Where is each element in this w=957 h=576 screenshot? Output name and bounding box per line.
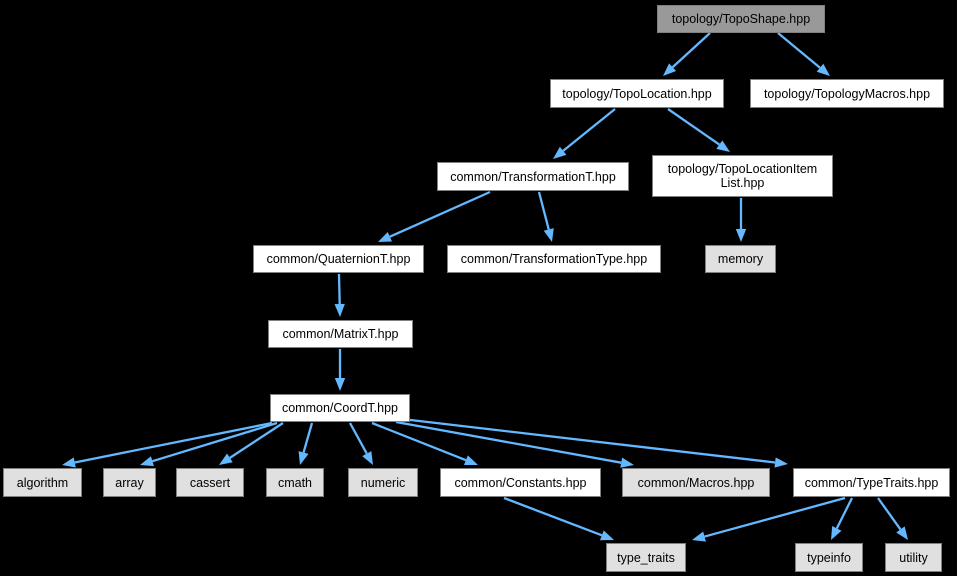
graph-node-topolocationitemlist[interactable]: topology/TopoLocationItem List.hpp (652, 155, 833, 197)
graph-node-label: common/Constants.hpp (454, 475, 587, 490)
graph-node-topolocation[interactable]: topology/TopoLocation.hpp (550, 79, 724, 108)
graph-node-label: common/QuaternionT.hpp (266, 252, 411, 266)
dependency-edge-coordt-to-algorithm (62, 421, 273, 468)
dependency-edge-quaterniont-to-matrixt (334, 273, 345, 317)
dependency-edge-coordt-to-constants (371, 421, 478, 466)
dependency-edge-coordt-to-numeric (348, 422, 373, 465)
dependency-edge-toposhape-to-topolocation (663, 32, 711, 76)
graph-node-toposhape[interactable]: topology/TopoShape.hpp (657, 5, 825, 33)
arrowhead-icon (692, 531, 706, 542)
dependency-edge-toposhape-to-topologymacros (777, 32, 830, 76)
graph-node-quaterniont[interactable]: common/QuaternionT.hpp (253, 245, 424, 273)
graph-node-matrixt[interactable]: common/MatrixT.hpp (268, 320, 413, 348)
dependency-edge-coordt-to-cmath (298, 422, 314, 465)
graph-node-label: common/CoordT.hpp (281, 401, 399, 415)
graph-node-label: memory (717, 252, 764, 266)
graph-node-type_traits[interactable]: type_traits (606, 543, 686, 572)
graph-node-label: type_traits (617, 550, 675, 565)
graph-node-label: topology/TopoLocationItem List.hpp (667, 162, 818, 190)
dependency-edge-typetraits-to-type_traits (692, 496, 846, 542)
graph-node-label: utility (899, 550, 928, 565)
arrowhead-icon (716, 140, 730, 152)
arrowhead-icon (774, 457, 788, 468)
graph-node-numeric[interactable]: numeric (348, 468, 418, 497)
graph-node-label: common/TypeTraits.hpp (804, 475, 939, 490)
graph-node-algorithm[interactable]: algorithm (3, 468, 82, 497)
arrowhead-icon (362, 451, 373, 465)
arrowhead-icon (140, 456, 154, 467)
graph-node-cassert[interactable]: cassert (176, 468, 244, 497)
graph-node-label: topology/TopoShape.hpp (671, 12, 811, 26)
arrowhead-icon (219, 453, 233, 465)
graph-node-label: cassert (189, 475, 231, 490)
dependency-edge-topolocation-to-topolocationitemlist (667, 108, 730, 152)
arrowhead-icon (816, 63, 830, 76)
arrowhead-icon (298, 451, 309, 465)
arrowhead-icon (334, 378, 346, 391)
arrowhead-icon (553, 146, 567, 159)
dependency-edge-topolocationitemlist-to-memory (735, 198, 747, 242)
dependency-edge-constants-to-type_traits (503, 496, 614, 541)
arrowhead-icon (62, 457, 76, 468)
arrowhead-icon (831, 526, 842, 540)
dependency-edge-coordt-to-array (140, 421, 278, 467)
graph-node-typetraits[interactable]: common/TypeTraits.hpp (793, 468, 950, 497)
graph-node-topologymacros[interactable]: topology/TopologyMacros.hpp (750, 79, 944, 108)
arrowhead-icon (620, 457, 634, 468)
graph-node-transformationt[interactable]: common/TransformationT.hpp (437, 162, 629, 191)
graph-node-label: common/Macros.hpp (637, 475, 755, 490)
dependency-edge-coordt-to-macros (395, 420, 634, 468)
dependency-edge-coordt-to-typetraits (401, 417, 788, 468)
graph-node-label: topology/TopologyMacros.hpp (763, 86, 931, 101)
arrowhead-icon (896, 526, 908, 540)
graph-node-label: common/TransformationT.hpp (450, 169, 616, 184)
graph-node-transformationtype[interactable]: common/TransformationType.hpp (447, 245, 661, 273)
dependency-edge-typetraits-to-typeinfo (831, 497, 854, 540)
graph-node-utility[interactable]: utility (885, 543, 942, 572)
graph-node-cmath[interactable]: cmath (266, 468, 324, 497)
graph-node-label: cmath (277, 475, 313, 490)
graph-node-label: algorithm (16, 475, 69, 490)
graph-node-macros[interactable]: common/Macros.hpp (622, 468, 770, 497)
arrowhead-icon (378, 231, 392, 242)
graph-node-label: topology/TopoLocation.hpp (562, 86, 712, 101)
dependency-edge-matrixt-to-coordt (334, 349, 346, 391)
arrowhead-icon (543, 228, 554, 242)
dependency-edge-transformationt-to-transformationtype (537, 191, 554, 242)
arrowhead-icon (735, 229, 747, 242)
dependency-edge-typetraits-to-utility (877, 497, 908, 540)
graph-node-memory[interactable]: memory (705, 245, 776, 273)
dependency-edge-topolocation-to-transformationt (553, 108, 616, 159)
graph-node-label: common/MatrixT.hpp (282, 327, 399, 341)
graph-node-label: numeric (360, 475, 406, 490)
graph-node-label: array (115, 475, 144, 490)
graph-node-label: typeinfo (807, 550, 851, 565)
arrowhead-icon (663, 63, 677, 76)
arrowhead-icon (463, 455, 478, 466)
arrowhead-icon (334, 303, 345, 317)
arrowhead-icon (600, 530, 614, 541)
graph-node-label: common/TransformationType.hpp (460, 252, 648, 266)
graph-node-array[interactable]: array (103, 468, 156, 497)
graph-node-typeinfo[interactable]: typeinfo (795, 543, 863, 572)
graph-node-coordt[interactable]: common/CoordT.hpp (270, 394, 410, 422)
graph-node-constants[interactable]: common/Constants.hpp (440, 468, 601, 497)
dependency-edge-coordt-to-cassert (219, 422, 284, 465)
dependency-edge-transformationt-to-quaterniont (378, 190, 491, 242)
